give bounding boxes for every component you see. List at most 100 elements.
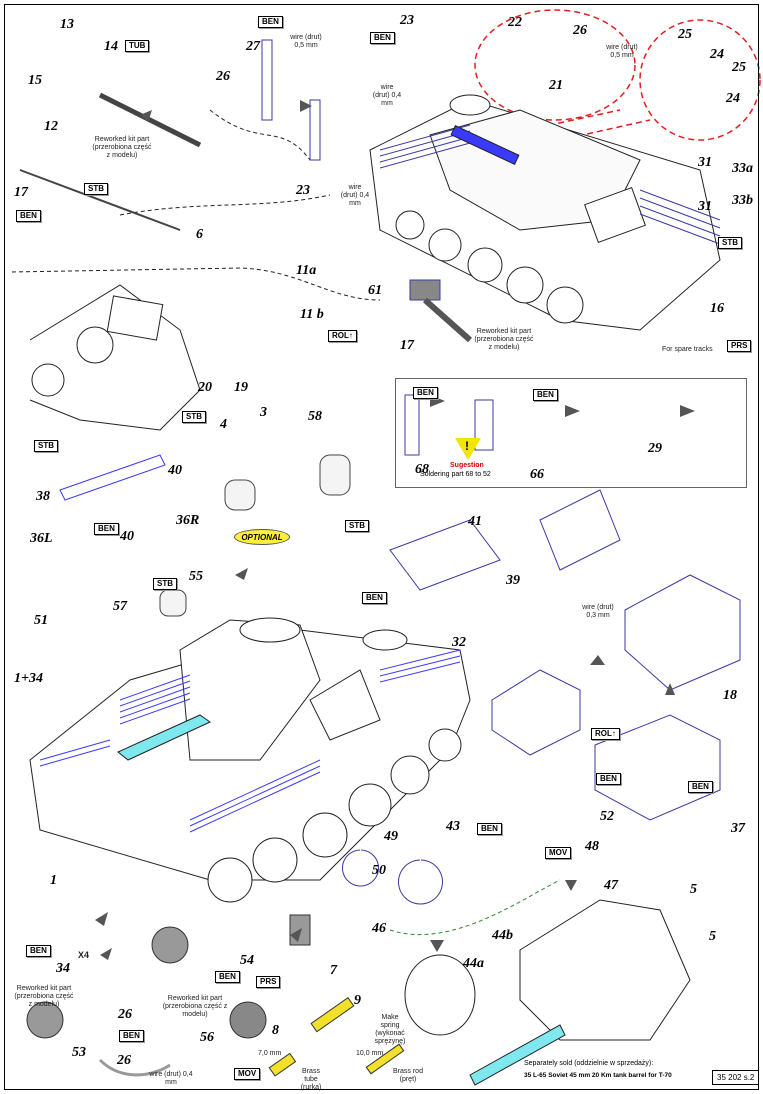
tag-stb: STB — [345, 520, 369, 532]
part-number: 31 — [698, 155, 712, 170]
part-number: 7 — [330, 963, 337, 978]
part-number: 43 — [446, 819, 460, 834]
part-number: 21 — [549, 78, 563, 93]
part-number: 26 — [118, 1007, 132, 1022]
part-number: 5 — [690, 882, 697, 897]
barrel-product-note: 35 L-65 Soviet 45 mm 20 Km tank barrel f… — [524, 1072, 672, 1079]
part-number: 33b — [732, 193, 753, 208]
part-number: 29 — [648, 441, 662, 456]
part-number: 1+34 — [14, 671, 43, 686]
tag-ben: BEN — [688, 781, 713, 793]
brass-parts — [268, 997, 405, 1077]
turret — [404, 899, 691, 1086]
part-number: 33a — [732, 161, 753, 176]
reworked-note: Reworked kit part (przerobiona część z m… — [474, 328, 534, 352]
dimension-10mm: 10,0 mm — [356, 1050, 384, 1057]
tag-ben: BEN — [477, 823, 502, 835]
tag-stb: STB — [153, 578, 177, 590]
part-number: 40 — [120, 529, 134, 544]
part-number: 52 — [600, 809, 614, 824]
tag-ben: BEN — [94, 523, 119, 535]
part-number: 18 — [723, 688, 737, 703]
part-number: 12 — [44, 119, 58, 134]
tag-stb: STB — [718, 237, 742, 249]
warning-icon: ! — [455, 438, 481, 460]
tag-ben: BEN — [26, 945, 51, 957]
part-number: 68 — [415, 462, 429, 477]
part-number: 26 — [117, 1053, 131, 1068]
part-number: 32 — [452, 635, 466, 650]
part-number: 44a — [463, 956, 484, 971]
part-number: 44b — [492, 928, 513, 943]
part-number: 66 — [530, 467, 544, 482]
part-number: 56 — [200, 1030, 214, 1045]
reworked-note: Reworked kit part (przerobiona część z m… — [14, 985, 74, 1009]
tag-ben: BEN — [119, 1030, 144, 1042]
tag-ben: BEN — [362, 592, 387, 604]
tag-tub: TUB — [125, 40, 150, 52]
brass-tube-note: Brass tube (rurka) — [300, 1068, 322, 1092]
tag-ben: BEN — [16, 210, 41, 222]
part-number: 26 — [573, 23, 587, 38]
upper-tank-hull — [369, 94, 721, 331]
rear-hull-detail — [29, 284, 201, 501]
tag-ben: BEN — [413, 387, 438, 399]
small-parts — [19, 39, 494, 1077]
part-number: 23 — [296, 183, 310, 198]
page-frame — [4, 4, 759, 1090]
tag-mov: MOV — [234, 1068, 261, 1080]
tag-rol: ROL↑ — [328, 330, 357, 342]
part-number: 25 — [678, 27, 692, 42]
arrows — [95, 100, 695, 960]
part-number: 58 — [308, 409, 322, 424]
part-number: 23 — [400, 13, 414, 28]
tag-ben: BEN — [258, 16, 283, 28]
part-number: 24 — [726, 91, 740, 106]
part-number: 8 — [272, 1023, 279, 1038]
wire-note: wire (drut) 0,5 mm — [290, 34, 322, 50]
part-number: 1 — [50, 873, 57, 888]
part-number: 40 — [168, 463, 182, 478]
part-number: 31 — [698, 199, 712, 214]
part-number: 49 — [384, 829, 398, 844]
part-number: 4 — [220, 417, 227, 432]
wire-note: wire (drut) 0,4 mm — [340, 184, 370, 208]
storage-boxes — [389, 489, 741, 821]
part-number: 17 — [400, 338, 414, 353]
part-number: 22 — [508, 15, 522, 30]
optional-badge: OPTIONAL — [234, 529, 290, 545]
reworked-note: Reworked kit part (przerobiona część z m… — [162, 995, 228, 1019]
wire-note: wire (drut) 0,5 mm — [606, 44, 638, 60]
part-number: 37 — [731, 821, 745, 836]
part-number: 26 — [216, 69, 230, 84]
wire-note: wire (drut) 0,4 mm — [149, 1071, 193, 1087]
part-number: 15 — [28, 73, 42, 88]
part-number: 9 — [354, 993, 361, 1008]
tag-ben: BEN — [596, 773, 621, 785]
part-number: 34 — [56, 961, 70, 976]
tag-ben: BEN — [533, 389, 558, 401]
tag-stb: STB — [84, 183, 108, 195]
part-number: 54 — [240, 953, 254, 968]
part-number: 36L — [30, 531, 53, 546]
tag-stb: STB — [34, 440, 58, 452]
part-number: 36R — [176, 513, 200, 528]
part-number: 61 — [368, 283, 382, 298]
part-number: 47 — [604, 878, 618, 893]
part-number: 51 — [34, 613, 48, 628]
tag-rol: ROL↑ — [591, 728, 620, 740]
part-number: 5 — [709, 929, 716, 944]
quantity-label: X4 — [78, 950, 90, 960]
part-number: 20 — [198, 380, 212, 395]
dimension-7mm: 7,0 mm — [258, 1050, 282, 1057]
part-number: 50 — [372, 863, 386, 878]
part-number: 41 — [468, 514, 482, 529]
part-number: 6 — [196, 227, 203, 242]
brass-rod-note: Brass rod (pręt) — [393, 1068, 423, 1084]
soldering-note: Soldering part 68 to 52 — [420, 471, 491, 478]
tag-ben: BEN — [215, 971, 240, 983]
part-number: 57 — [113, 599, 127, 614]
main-tank-hull — [29, 617, 471, 903]
spring-note: Make spring (wykonać sprężynę) — [374, 1014, 406, 1046]
